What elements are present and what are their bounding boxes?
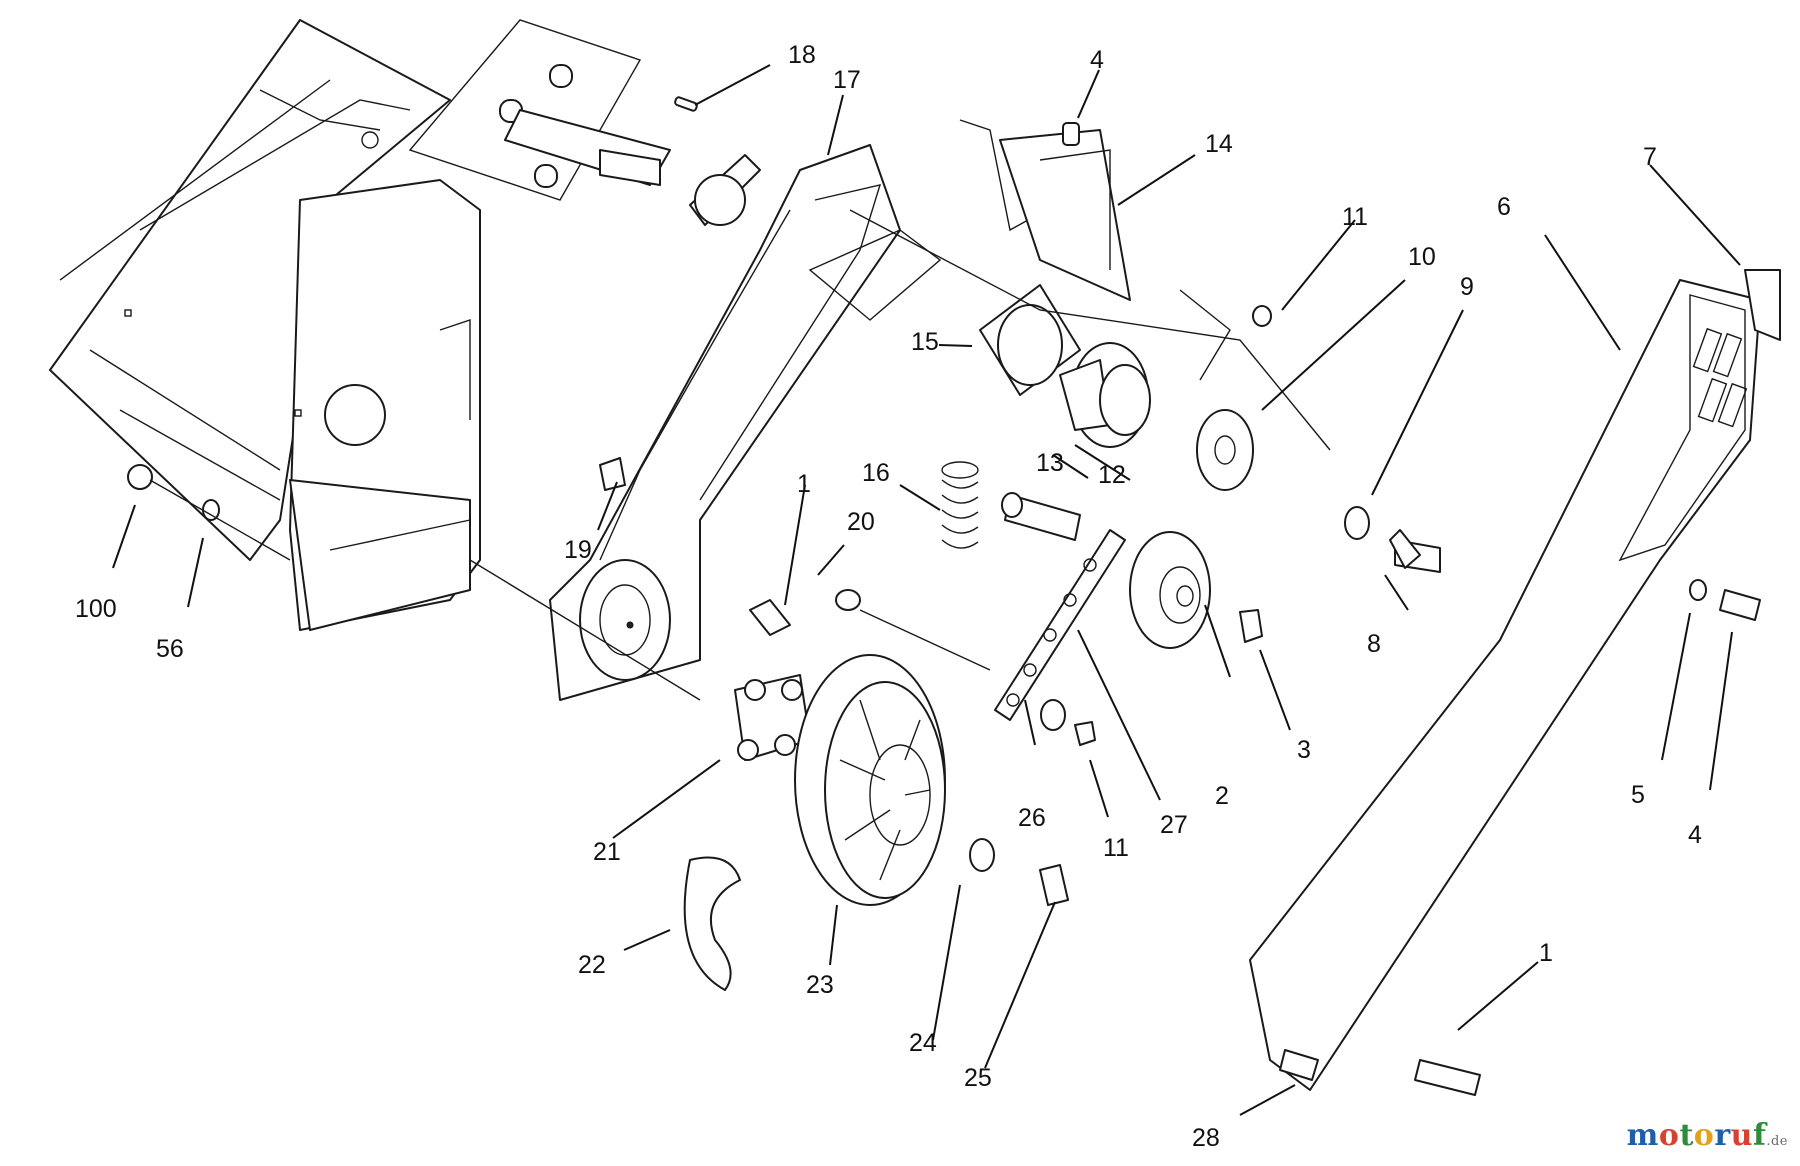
callout-20: 20: [847, 508, 875, 536]
callout-11-top: 11: [1342, 203, 1368, 231]
callout-56: 56: [156, 635, 184, 663]
belt: [683, 856, 741, 991]
watermark-letter: o: [1658, 1118, 1680, 1153]
callout-1-bottom: 1: [1539, 939, 1553, 967]
shaft-bearing-assembly: [408, 19, 761, 226]
callout-8: 8: [1367, 630, 1381, 658]
callout-21: 21: [593, 838, 621, 866]
watermark-tld: .de: [1766, 1134, 1788, 1149]
callout-19: 19: [564, 536, 592, 564]
callout-15: 15: [911, 328, 939, 356]
callout-9: 9: [1460, 273, 1474, 301]
washer-24: [969, 838, 995, 872]
callout-2: 2: [1215, 782, 1229, 810]
callout-6: 6: [1497, 193, 1511, 221]
callout-4-top: 4: [1090, 46, 1104, 74]
callout-1-mid: 1: [797, 470, 811, 498]
sprocket: [734, 674, 811, 761]
watermark-letter: m: [1626, 1118, 1659, 1153]
watermark-main: motoruf: [1627, 1118, 1767, 1153]
callout-26: 26: [1018, 804, 1046, 832]
watermark-letter: f: [1752, 1118, 1767, 1153]
callout-28: 28: [1192, 1124, 1220, 1152]
callout-14: 14: [1205, 130, 1233, 158]
callout-17: 17: [833, 66, 861, 94]
assembly-axis-break: [1179, 289, 1231, 381]
callout-10: 10: [1408, 243, 1436, 271]
callout-numbers: 18 17 4 14 11 10 9 7 6 8 15 16 12 13 19 …: [75, 41, 1702, 1152]
watermark-logo: motoruf.de: [1627, 1118, 1788, 1153]
bearing-plate: [979, 284, 1151, 448]
watermark-letter: r: [1714, 1118, 1731, 1153]
leader-lines: [112, 64, 1741, 1116]
assembly-axis-line: [849, 209, 1331, 451]
belt-cover: [1249, 269, 1781, 1096]
callout-27: 27: [1160, 811, 1188, 839]
large-pulley: [794, 654, 946, 906]
callout-7: 7: [1643, 143, 1657, 171]
callout-16: 16: [862, 459, 890, 487]
callout-100: 100: [75, 595, 117, 623]
callout-22: 22: [578, 951, 606, 979]
chain-case: [549, 144, 942, 701]
bracket: [959, 119, 1131, 301]
callout-4-right: 4: [1688, 821, 1702, 849]
small-hardware: [127, 457, 991, 701]
callout-11-mid: 11: [1103, 834, 1129, 862]
callout-5: 5: [1631, 781, 1645, 809]
callout-23: 23: [806, 971, 834, 999]
callout-13: 13: [1036, 449, 1064, 477]
watermark-letter: o: [1693, 1118, 1715, 1153]
callout-24: 24: [909, 1029, 937, 1057]
spring-and-pivot: [941, 461, 1081, 549]
nut-25: [1039, 864, 1069, 906]
watermark-letter: t: [1679, 1118, 1694, 1153]
callout-18: 18: [788, 41, 816, 69]
housing: [49, 19, 481, 631]
callout-3: 3: [1297, 736, 1311, 764]
callout-12: 12: [1098, 461, 1126, 489]
idler-arm-assembly: [994, 529, 1263, 746]
watermark-letter: u: [1730, 1118, 1753, 1153]
idler-hardware: [1196, 305, 1441, 573]
callout-25: 25: [964, 1064, 992, 1092]
